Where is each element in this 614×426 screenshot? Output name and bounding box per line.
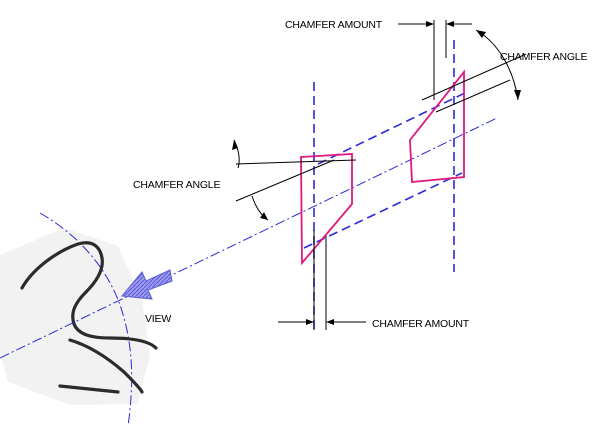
right-angle-face-line	[435, 79, 511, 113]
gear-tooth-profile	[20, 241, 158, 394]
left-angle-ref-line	[235, 159, 357, 165]
view-arrow-icon	[121, 269, 173, 300]
right-chamfer-profile	[409, 69, 465, 183]
right-angle-ref-line	[421, 53, 527, 101]
labels: CHAMFER AMOUNT CHAMFER ANGLE CHAMFER ANG…	[133, 19, 588, 330]
gear-pitch-circle	[39, 212, 133, 426]
bottom-amount-arrow-right	[326, 319, 334, 325]
top-amount-arrow-right	[446, 21, 454, 27]
dimension-lines	[232, 20, 527, 330]
chamfer-angle-left-label: CHAMFER ANGLE	[133, 179, 220, 191]
top-amount-arrow-left	[426, 21, 434, 27]
left-angle-arc-arrow	[232, 140, 238, 150]
gear-tooth-view	[0, 212, 158, 426]
left-angle-face-line	[235, 159, 335, 202]
pitch-center-line	[0, 117, 498, 359]
chamfer-amount-top-label: CHAMFER AMOUNT	[285, 19, 383, 31]
view-label: VIEW	[145, 313, 171, 325]
reference-lines	[0, 40, 498, 359]
upper-tip-line	[317, 91, 468, 165]
gear-scan-background	[0, 228, 150, 405]
chamfer-profiles	[300, 69, 465, 266]
right-angle-arc	[475, 29, 519, 101]
bottom-amount-arrow-left	[306, 319, 314, 325]
chamfer-angle-right-label: CHAMFER ANGLE	[500, 51, 587, 63]
view-arrow	[121, 269, 173, 300]
right-angle-arc-arrow-top	[476, 30, 486, 38]
chamfer-amount-bottom-label: CHAMFER AMOUNT	[372, 318, 470, 330]
left-chamfer-profile	[300, 153, 353, 266]
left-angle-arc-arrow-lower	[260, 212, 268, 220]
right-angle-arc-arrow-bottom	[514, 90, 521, 100]
lower-tip-line	[303, 172, 463, 249]
